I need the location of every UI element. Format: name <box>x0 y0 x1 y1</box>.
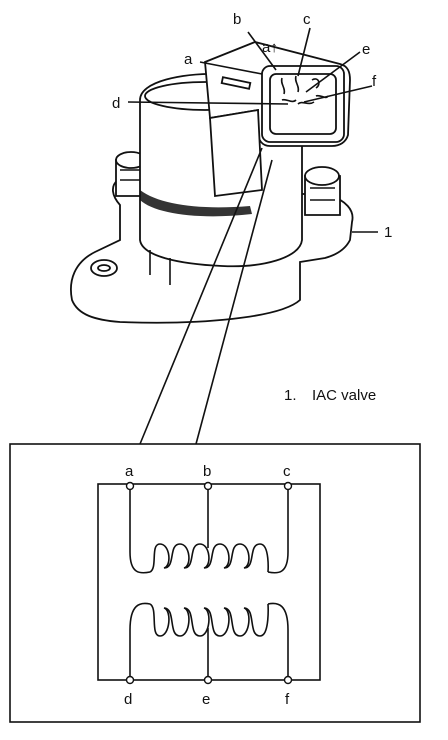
connector-pins <box>220 75 329 105</box>
pin-label-b: b <box>203 463 211 480</box>
bottom-coil <box>129 602 289 680</box>
callout-b: b <box>233 11 241 28</box>
right-bolt <box>304 166 341 216</box>
pin-label-c: c <box>283 463 291 480</box>
magnifier-line-left <box>139 147 263 445</box>
callout-f: f <box>372 73 377 90</box>
terminal-a <box>125 481 135 491</box>
iac-valve-illustration: a↑ a b c e f d 1 <box>70 11 392 445</box>
flange-hole-inner <box>97 264 111 272</box>
legend: 1. IAC valve <box>284 387 376 404</box>
wiring-inset: a b c d e f <box>9 443 421 723</box>
top-coil <box>129 484 289 574</box>
callout-c: c <box>303 11 311 28</box>
connector-stem <box>209 108 263 198</box>
pin-label-e: e <box>202 691 210 708</box>
legend-text: IAC valve <box>312 387 376 404</box>
callout-1: 1 <box>384 224 392 241</box>
terminal-b <box>203 481 213 491</box>
terminal-dots <box>125 481 293 685</box>
pin-label-a: a <box>125 463 134 480</box>
left-bolt <box>115 151 147 197</box>
pin-label-d: d <box>124 691 132 708</box>
callout-a: a <box>184 51 193 68</box>
pin-label-f: f <box>285 691 290 708</box>
inset-frame <box>9 443 421 723</box>
terminal-f <box>283 675 293 685</box>
terminal-e <box>203 675 213 685</box>
callout-leaders <box>127 27 378 233</box>
magnifier-line-right <box>195 159 273 445</box>
circuit-outline <box>97 483 321 681</box>
callout-d: d <box>112 95 120 112</box>
legend-number: 1. <box>284 387 297 404</box>
terminal-c <box>283 481 293 491</box>
connector-marking: a↑ <box>262 39 278 56</box>
terminal-d <box>125 675 135 685</box>
body-shadow <box>140 190 252 217</box>
callout-e: e <box>362 41 370 58</box>
